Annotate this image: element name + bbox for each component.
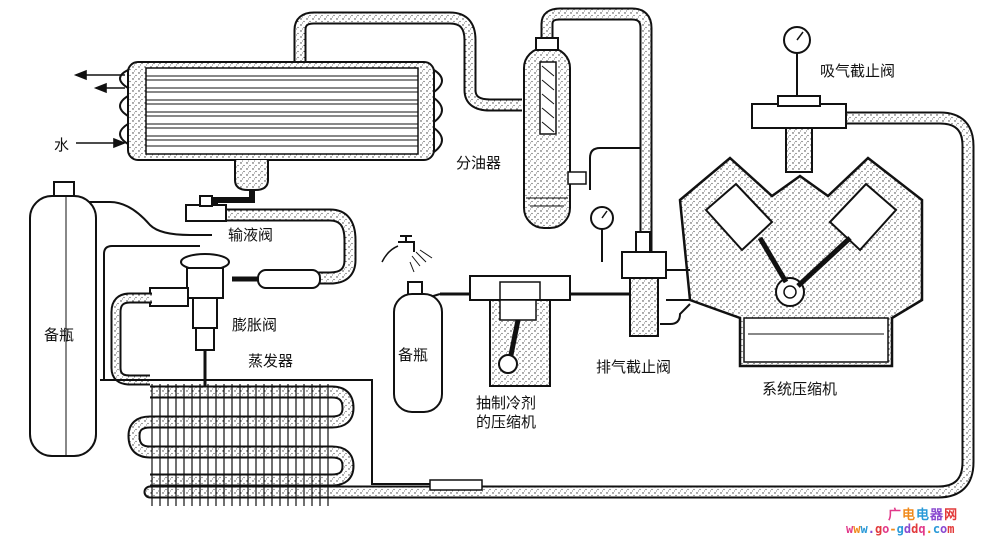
watermark-url: www.go-gddq.com xyxy=(846,522,955,536)
spare-bottle-left xyxy=(29,181,97,457)
condenser xyxy=(119,61,443,191)
extraction-compressor-label: 抽制冷剂 的压缩机 xyxy=(476,394,537,431)
spare-bottle-middle-label: 备瓶 xyxy=(398,346,429,364)
system-compressor xyxy=(660,156,924,368)
pressure-gauge-suction xyxy=(783,26,811,96)
pressure-gauge-discharge xyxy=(590,206,614,262)
discharge-stop-valve xyxy=(621,231,667,337)
evaporator xyxy=(127,384,483,506)
spare-bottle-left-label: 备瓶 xyxy=(44,326,75,344)
water-label: 水 xyxy=(54,136,70,154)
liquid-valve-label: 输液阀 xyxy=(228,226,274,244)
liquid-valve xyxy=(185,195,227,222)
extraction-compressor xyxy=(469,275,571,387)
expansion-valve xyxy=(149,253,230,388)
spare-bottle-middle xyxy=(381,235,443,413)
evaporator-label: 蒸发器 xyxy=(248,352,294,370)
system-compressor-label: 系统压缩机 xyxy=(762,380,838,398)
expansion-valve-label: 膨胀阀 xyxy=(232,316,278,334)
suction-return-pipe xyxy=(143,111,975,499)
oil-separator xyxy=(523,37,587,229)
evaporator-feed-pipe xyxy=(100,245,430,485)
discharge-stop-valve-label: 排气截止阀 xyxy=(596,358,672,376)
watermark-site-name: 广电电器网 xyxy=(888,508,959,523)
water-arrows xyxy=(73,69,127,149)
filter-drier xyxy=(232,269,321,289)
oil-separator-label: 分油器 xyxy=(456,154,502,172)
condenser-inlet-pipe xyxy=(293,11,522,112)
suction-stop-valve-label: 吸气截止阀 xyxy=(820,62,896,80)
discharge-pipe xyxy=(540,7,653,300)
suction-stop-valve xyxy=(751,95,847,173)
